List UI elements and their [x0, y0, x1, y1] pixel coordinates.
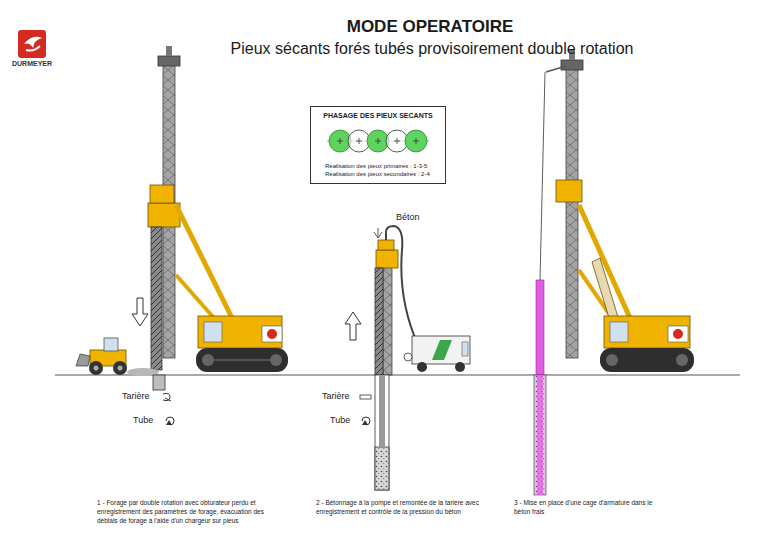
tool-label: Tarière	[322, 391, 358, 402]
logo	[18, 30, 46, 58]
tool-label: Tube	[330, 415, 358, 426]
logo-text: DURMEYER	[8, 60, 56, 68]
phasing-box: PHASAGE DES PIEUX SECANTS Réalisation des…	[310, 106, 446, 184]
drilling-rig-3	[534, 50, 694, 495]
title: MODE OPERATOIRE	[280, 17, 580, 37]
wheel-loader	[76, 338, 127, 375]
step-caption: 2 - Bétonnage à la pompe et remontée de …	[316, 498, 481, 516]
concrete-pump	[404, 336, 470, 372]
step-caption: 3 - Mise en place d'une cage d'armature …	[514, 498, 664, 516]
box-text: Réalisation des pieux primaires : 1-3-5	[315, 162, 441, 170]
box-heading: PHASAGE DES PIEUX SECANTS	[315, 112, 441, 120]
material-label: Béton	[396, 212, 436, 223]
pile-phasing-symbol	[315, 122, 441, 160]
subtitle: Pieux sécants forés tubés provisoirement…	[227, 40, 637, 58]
drilling-rig-1	[127, 46, 288, 390]
tool-label: Tube	[133, 415, 163, 426]
box-text: Réalisation des pieux secondaires : 2-4	[315, 170, 441, 178]
step-caption: 1 - Forage par double rotation avec obtu…	[97, 498, 282, 525]
drilling-rig-2	[345, 226, 418, 490]
tool-label: Tarière	[122, 391, 162, 402]
